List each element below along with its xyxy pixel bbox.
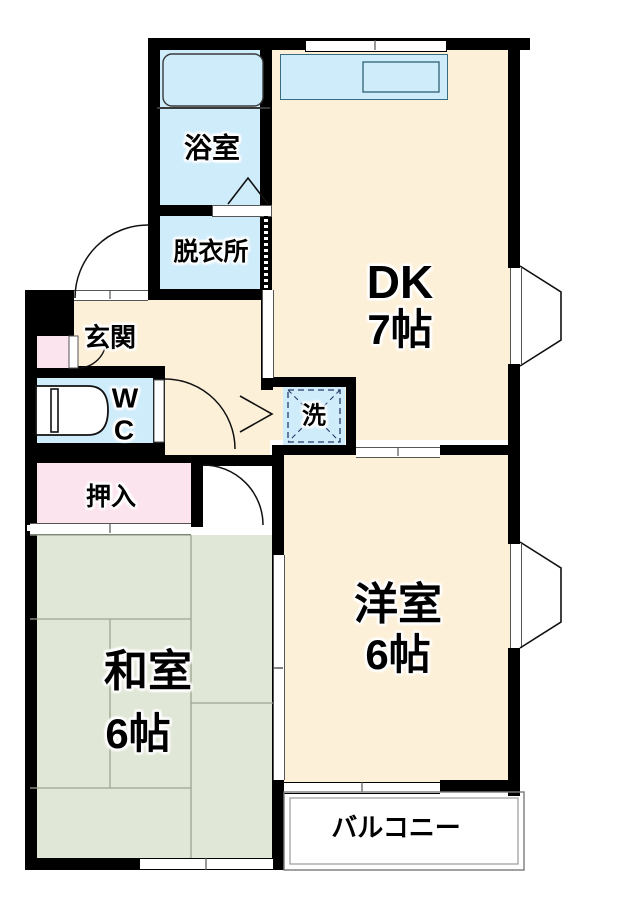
wall-right-upper [508,38,520,266]
room-label-washer: 洗 [302,402,326,430]
wall-washitsu-yoshitsu [272,455,284,555]
room-label-oshiire: 押入 [85,482,137,511]
wall-hall-washitsu [191,455,273,466]
wall-genkan-top [25,290,74,336]
wall-oshiire-right [191,455,203,527]
room-label-dk: DK [366,255,434,308]
oshiire-floor [30,461,191,523]
wall-oshiire-top [25,455,203,463]
yoshitsu-dk-door[interactable] [356,447,440,458]
bath-door-panel[interactable] [212,205,272,217]
bay-window-upper-icon [519,265,562,367]
wall-washer-right [346,377,356,455]
datsuijo-door-arc [74,224,149,299]
dk-floor [270,48,520,440]
wall-balcony-left [272,786,284,870]
wall-wc-bottom [25,443,165,455]
wall-bath-left [148,38,160,300]
datsuijo-side-door[interactable] [264,216,268,288]
room-label-washitsu: 和室 [104,646,192,696]
wall-dk-yoshitsu [440,445,520,455]
wall-wc-top [25,366,165,378]
wall-right-lower [508,648,520,796]
washitsu-left-window[interactable] [27,525,35,531]
room-label-genkan: 玄関 [83,322,137,353]
wall-bath-datsuijo [148,205,212,216]
wall-bath-right [260,38,272,208]
washitsu-floor [30,535,273,865]
wall-bottom-yoshitsu [440,780,520,792]
oshiire-sliding-door[interactable] [30,523,191,535]
room-sublabel-dk: 7帖 [367,305,433,353]
room-label-datsuijo: 脱衣所 [173,237,249,266]
dk-hall-sliding-door[interactable] [262,290,274,378]
wall-bottom-left [25,858,140,870]
wall-datsuijo-bottom [148,289,272,300]
room-sublabel-yoshitsu: 6帖 [365,630,431,678]
room-label-yoshitsu: 洋室 [354,579,442,629]
washitsu-window[interactable] [140,858,273,870]
room-label-wc: W [111,382,139,414]
wall-washer-bottom [272,445,356,455]
wall-left-outer [25,290,37,870]
room-label-yokushitsu: 浴室 [183,132,241,164]
room-label-balcony: バルコニー [331,812,461,843]
wall-wc-right [153,366,165,454]
bay-window-lower-icon [519,541,562,649]
room-sublabel-wc: C [113,414,135,446]
balcony-sliding-door[interactable] [284,782,440,794]
hall-washitsu-door-arc [202,464,264,526]
kitchen-window[interactable] [305,40,447,52]
bay-window-lower-glass[interactable] [510,544,522,648]
shoe-cabinet [37,336,69,368]
wall-right-upper-stub [508,256,520,268]
datsuijo-door-panel[interactable] [74,290,148,301]
wc-floor [30,378,165,443]
yoshitsu-floor [283,455,520,785]
washitsu-fusuma[interactable] [273,555,285,780]
wall-washer-top [272,377,356,387]
yokushitsu-floor [157,48,270,208]
kitchen-counter [280,54,448,100]
datsuijo-floor [157,215,270,290]
room-sublabel-washitsu: 6帖 [105,709,171,757]
bay-window-upper-glass[interactable] [510,268,522,364]
